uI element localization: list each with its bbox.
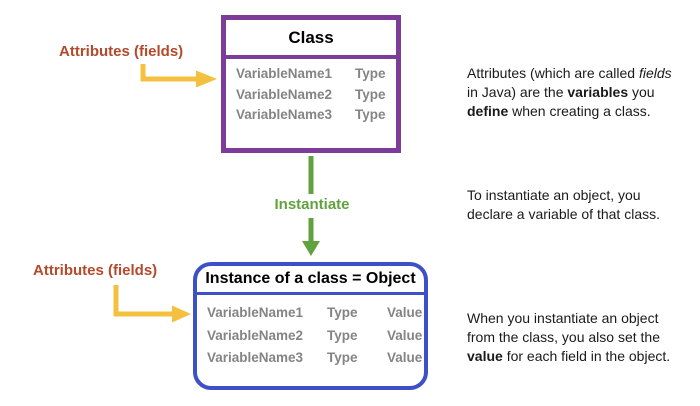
note-text-segment: when creating a class. bbox=[508, 103, 651, 119]
object-box-title: Instance of a class = Object bbox=[197, 266, 424, 295]
attributes-arrow-bottom bbox=[113, 285, 191, 323]
attributes-note: Attributes (which are called fields in J… bbox=[467, 64, 695, 121]
class-row: VariableName3 Type bbox=[236, 105, 396, 126]
note-text-segment: declare a variable of that class. bbox=[467, 206, 660, 222]
attributes-fields-label-top: Attributes (fields) bbox=[59, 43, 184, 60]
note-text-segment: in Java) are the bbox=[467, 84, 568, 100]
variable-name-cell: VariableName1 bbox=[207, 305, 304, 320]
class-box-body: VariableName1 Type VariableName2 Type Va… bbox=[226, 59, 396, 126]
attributes-fields-label-bottom: Attributes (fields) bbox=[33, 262, 158, 279]
type-cell: Type bbox=[355, 107, 386, 122]
attributes-arrow-top bbox=[140, 64, 217, 88]
variable-name-cell: VariableName3 bbox=[236, 107, 333, 122]
type-cell: Type bbox=[327, 327, 358, 343]
note-text-segment: fields bbox=[638, 65, 672, 81]
variable-name-cell: VariableName3 bbox=[207, 350, 304, 365]
note-text-segment: define bbox=[467, 103, 509, 119]
object-row: VariableName2 Type Value bbox=[207, 325, 424, 348]
object-box-body: VariableName1 Type Value VariableName2 T… bbox=[197, 295, 424, 370]
note-text-segment: When you instantiate an object bbox=[467, 310, 659, 326]
value-cell: Value bbox=[387, 305, 423, 320]
variable-name-cell: VariableName1 bbox=[236, 66, 333, 81]
value-cell: Value bbox=[387, 350, 423, 365]
object-box: Instance of a class = Object VariableNam… bbox=[193, 262, 428, 390]
instantiate-label: Instantiate bbox=[274, 196, 350, 213]
class-box-title: Class bbox=[226, 20, 396, 59]
class-box: Class VariableName1 Type VariableName2 T… bbox=[221, 15, 401, 153]
note-text-segment: variables bbox=[567, 84, 629, 100]
variable-name-cell: VariableName2 bbox=[236, 86, 333, 102]
note-text-segment: from the class, you also set the bbox=[467, 329, 660, 345]
type-cell: Type bbox=[355, 86, 386, 102]
class-row: VariableName1 Type bbox=[236, 64, 396, 85]
variable-name-cell: VariableName2 bbox=[207, 327, 304, 343]
class-row: VariableName2 Type bbox=[236, 85, 396, 106]
value-cell: Value bbox=[387, 327, 423, 343]
value-note: When you instantiate an object from the … bbox=[467, 309, 695, 366]
type-cell: Type bbox=[327, 350, 358, 365]
type-cell: Type bbox=[355, 66, 386, 81]
instantiate-note: To instantiate an object, you declare a … bbox=[467, 186, 695, 224]
note-text-segment: To instantiate an object, you bbox=[467, 187, 641, 203]
note-text-segment: you bbox=[628, 84, 655, 100]
object-row: VariableName1 Type Value bbox=[207, 302, 424, 325]
note-text-segment: for each field in the object. bbox=[502, 348, 671, 364]
type-cell: Type bbox=[327, 305, 358, 320]
note-text-segment: Attributes (which are called bbox=[467, 65, 639, 81]
note-text-segment: value bbox=[467, 348, 503, 364]
object-row: VariableName3 Type Value bbox=[207, 347, 424, 370]
